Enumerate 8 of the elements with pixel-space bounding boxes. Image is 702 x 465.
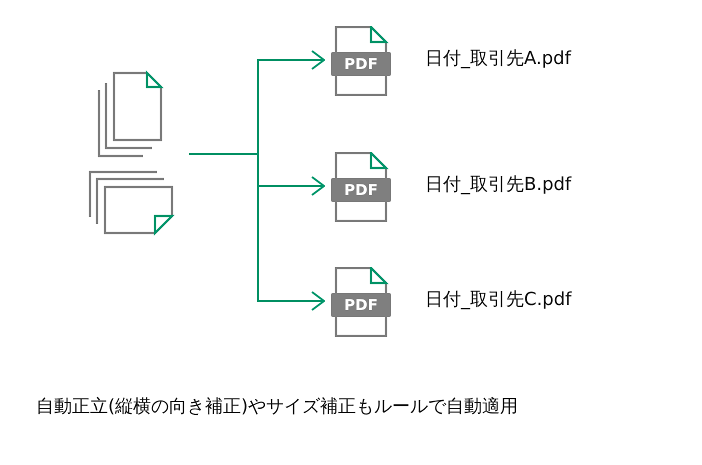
file-name: 日付_取引先C.pdf	[425, 289, 572, 311]
file-name: 日付_取引先A.pdf	[425, 48, 571, 70]
file-type-label: PDF	[343, 296, 379, 314]
file-name: 日付_取引先B.pdf	[425, 174, 572, 196]
file-type-label: PDF	[343, 55, 379, 73]
branch-arrow	[189, 153, 325, 311]
file-type-label: PDF	[343, 181, 379, 199]
note-text: 自動正立(縦横の向き補正)やサイズ補正もルールで自動適用	[36, 396, 518, 418]
